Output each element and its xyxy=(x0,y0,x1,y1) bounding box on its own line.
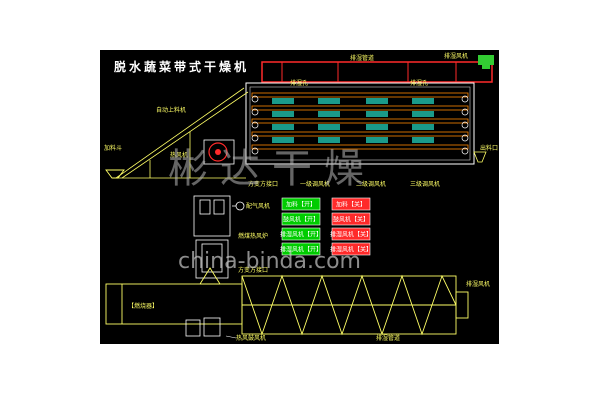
conveyor-label: 自动上料机 xyxy=(156,106,186,114)
incline-conveyor xyxy=(115,87,249,179)
control-button-feed-off[interactable]: 加料【关】 xyxy=(331,197,371,211)
top-pipe-label: 排湿管道 xyxy=(350,54,374,62)
hot-fan-label: 热风机 xyxy=(170,151,188,159)
control-button-label: 鼓风机【关】 xyxy=(333,216,369,224)
bottom-blower-icon xyxy=(185,317,237,339)
aux-fan-icon xyxy=(232,201,245,211)
control-button-label: 排湿风机【关】 xyxy=(330,231,372,239)
control-button-exhaust2-on[interactable]: 排湿风机【开】 xyxy=(280,242,322,256)
top-exhaust-fan-icon[interactable] xyxy=(478,55,494,69)
control-panel: 加料【开】 加料【关】 鼓风机【开】 鼓风机【关】 排湿风机【开】 排湿风机【关… xyxy=(280,197,372,256)
bottom-pipe-label: 排湿管道 xyxy=(376,334,400,342)
vent-label-a: 排湿孔 xyxy=(290,79,308,87)
dryer-body xyxy=(245,62,475,165)
control-button-label: 鼓风机【开】 xyxy=(283,216,319,224)
control-button-blower-off[interactable]: 鼓风机【关】 xyxy=(331,212,371,226)
control-button-label: 排湿风机【关】 xyxy=(330,246,372,254)
control-button-exhaust2-off[interactable]: 排湿风机【关】 xyxy=(330,242,372,256)
top-fan-label: 排湿风机 xyxy=(444,52,468,60)
dist2-label: 方变方接口 xyxy=(238,266,268,274)
outlet-label: 出料口 xyxy=(480,144,498,152)
right-fan-label: 排湿风机 xyxy=(466,280,490,288)
control-button-label: 排湿风机【开】 xyxy=(280,246,322,254)
furnace-column xyxy=(193,195,231,279)
outlet-chute-icon xyxy=(473,151,487,163)
feed-hopper-icon xyxy=(105,169,125,179)
belt-layers xyxy=(251,92,469,155)
watermark-logo-text: 彬达干燥 xyxy=(168,146,376,192)
control-button-exhaust-on[interactable]: 排湿风机【开】 xyxy=(280,227,322,241)
control-button-blower-on[interactable]: 鼓风机【开】 xyxy=(281,212,321,226)
top-exhaust-pipe xyxy=(261,61,493,83)
control-button-exhaust-off[interactable]: 排湿风机【关】 xyxy=(330,227,372,241)
aux-fan-label: 配气风机 xyxy=(246,202,270,210)
control-button-label: 加料【开】 xyxy=(286,201,316,209)
zone1-label: 一级调风机 xyxy=(300,180,330,188)
zone2-label: 二级调风机 xyxy=(356,180,386,188)
zone3-label: 三级调风机 xyxy=(410,180,440,188)
hopper-label: 加料斗 xyxy=(104,144,122,152)
bottom-fan-label: 热风鼓风机 xyxy=(236,334,266,342)
furnace-label: 燃煤热风炉 xyxy=(238,232,268,240)
vent-label-b: 排湿孔 xyxy=(410,79,428,87)
left-box-label: 【燃烧器】 xyxy=(128,302,158,310)
lower-duct xyxy=(105,267,457,336)
hot-air-fan-icon xyxy=(203,139,235,165)
control-button-label: 加料【关】 xyxy=(336,201,366,209)
control-button-feed-on[interactable]: 加料【开】 xyxy=(281,197,321,211)
watermark-url: china-binda.com xyxy=(178,249,361,274)
right-fan-icon xyxy=(455,291,469,319)
heating-panels xyxy=(272,98,434,143)
diagram-title: 脱水蔬菜带式干燥机 xyxy=(114,59,249,74)
dist-label: 方变方接口 xyxy=(248,180,278,188)
control-button-label: 排湿风机【开】 xyxy=(280,231,322,239)
